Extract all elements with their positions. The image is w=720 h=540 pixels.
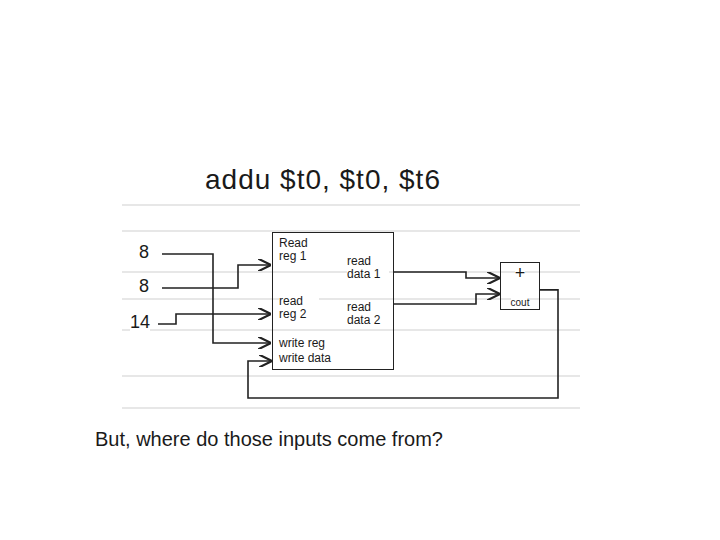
port-label: write reg	[279, 337, 325, 350]
input-wire	[162, 265, 271, 288]
register-file: Read reg 1 read data 1 read reg 2 read data…	[272, 232, 394, 370]
input-wires	[158, 254, 271, 343]
data-wire	[248, 290, 558, 398]
data-wire	[394, 294, 500, 304]
register-number: 14	[130, 312, 150, 333]
port-label: read data 1	[347, 255, 389, 280]
caption: But, where do those inputs come from?	[95, 428, 443, 451]
port-label: read reg 2	[279, 295, 319, 320]
adder-label: +	[515, 264, 526, 282]
notebook-rules	[122, 205, 580, 408]
adder-label: cout	[511, 298, 530, 308]
register-number: 8	[139, 276, 149, 297]
data-wire	[394, 272, 500, 278]
port-label: read data 2	[347, 301, 389, 326]
register-number: 8	[139, 242, 149, 263]
input-wire	[162, 254, 271, 343]
port-label: write data	[279, 352, 331, 365]
adder-box: + cout	[500, 262, 540, 310]
instruction-text: addu $t0, $t0, $t6	[205, 164, 441, 196]
port-label: Read reg 1	[279, 237, 319, 262]
input-wire	[158, 314, 271, 324]
